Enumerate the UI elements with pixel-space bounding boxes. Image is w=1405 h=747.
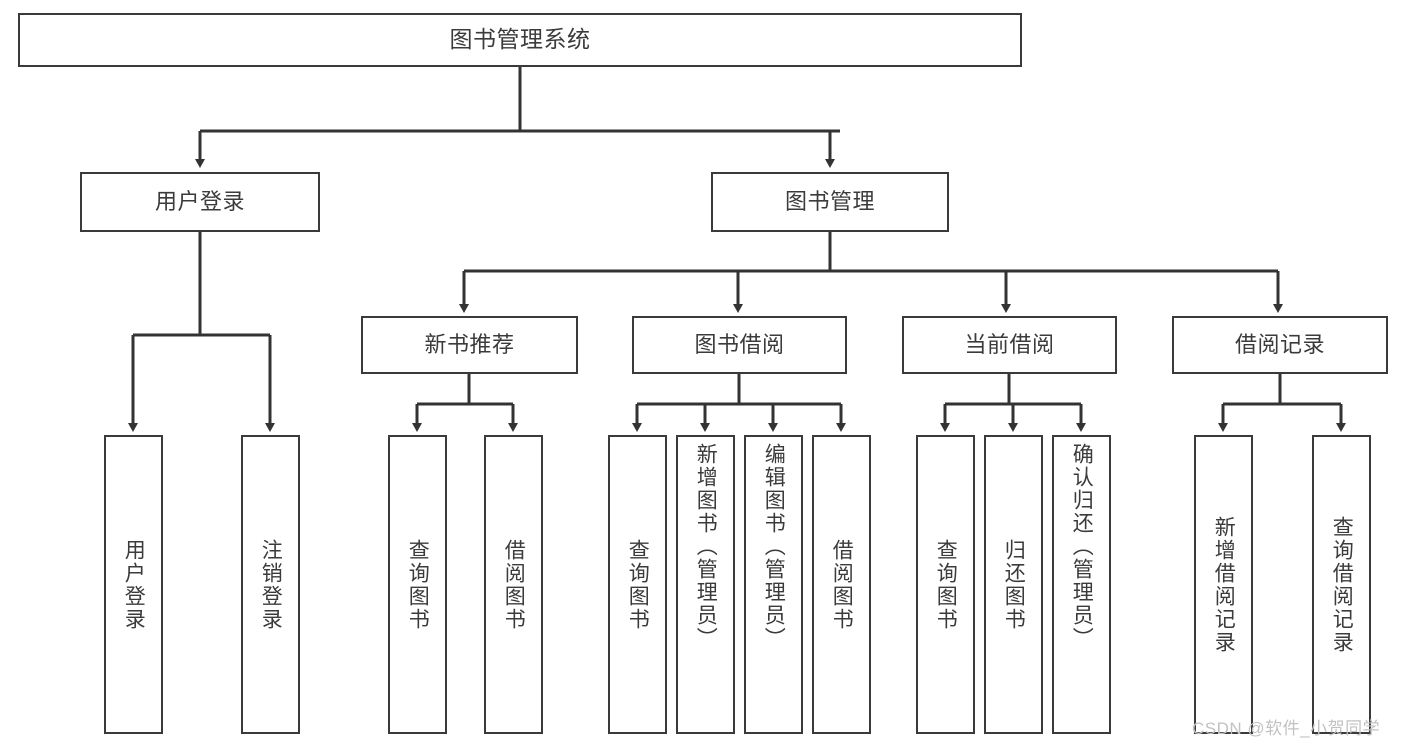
leaf-label: 确认归还（管理员）	[1070, 443, 1094, 650]
leaf-user-login[interactable]: 用户登录	[104, 435, 163, 734]
leaf-label: 注销登录	[259, 538, 283, 631]
node-user-login[interactable]: 用户登录	[80, 172, 320, 232]
node-root-system[interactable]: 图书管理系统	[18, 13, 1022, 67]
leaf-record-query[interactable]: 查询借阅记录	[1312, 435, 1371, 734]
node-label: 图书管理	[784, 188, 875, 214]
leaf-borrow-edit-book-admin[interactable]: 编辑图书（管理员）	[744, 435, 803, 734]
leaf-label: 编辑图书（管理员）	[762, 443, 786, 650]
node-label: 当前借阅	[964, 331, 1055, 357]
leaf-label: 查询图书	[934, 538, 958, 631]
leaf-logout[interactable]: 注销登录	[241, 435, 300, 734]
csdn-watermark: CSDN @软件_小贺同学	[1192, 719, 1381, 738]
leaf-borrow-query-book[interactable]: 查询图书	[608, 435, 667, 734]
leaf-label: 查询图书	[406, 538, 430, 631]
leaf-label: 新增借阅记录	[1212, 515, 1236, 654]
leaf-borrow-borrow-book[interactable]: 借阅图书	[812, 435, 871, 734]
leaf-current-confirm-return-admin[interactable]: 确认归还（管理员）	[1052, 435, 1111, 734]
leaf-borrow-add-book-admin[interactable]: 新增图书（管理员）	[676, 435, 735, 734]
leaf-label: 借阅图书	[830, 538, 854, 631]
node-label: 用户登录	[154, 188, 245, 214]
leaf-record-add[interactable]: 新增借阅记录	[1194, 435, 1253, 734]
node-label: 图书借阅	[694, 331, 785, 357]
leaf-current-return-book[interactable]: 归还图书	[984, 435, 1043, 734]
leaf-recommend-query-book[interactable]: 查询图书	[388, 435, 447, 734]
node-borrowing-records[interactable]: 借阅记录	[1172, 316, 1388, 374]
node-label: 图书管理系统	[449, 26, 591, 53]
node-new-book-recommendation[interactable]: 新书推荐	[361, 316, 578, 374]
node-label: 新书推荐	[424, 331, 515, 357]
node-current-borrowing[interactable]: 当前借阅	[902, 316, 1117, 374]
node-label: 借阅记录	[1234, 331, 1325, 357]
leaf-current-query-book[interactable]: 查询图书	[916, 435, 975, 734]
leaf-label: 用户登录	[122, 538, 146, 631]
node-book-management[interactable]: 图书管理	[711, 172, 949, 232]
leaf-recommend-borrow-book[interactable]: 借阅图书	[484, 435, 543, 734]
leaf-label: 新增图书（管理员）	[694, 443, 718, 650]
leaf-label: 查询借阅记录	[1330, 515, 1354, 654]
leaf-label: 借阅图书	[502, 538, 526, 631]
leaf-label: 归还图书	[1002, 538, 1026, 631]
node-book-borrowing[interactable]: 图书借阅	[632, 316, 847, 374]
leaf-label: 查询图书	[626, 538, 650, 631]
